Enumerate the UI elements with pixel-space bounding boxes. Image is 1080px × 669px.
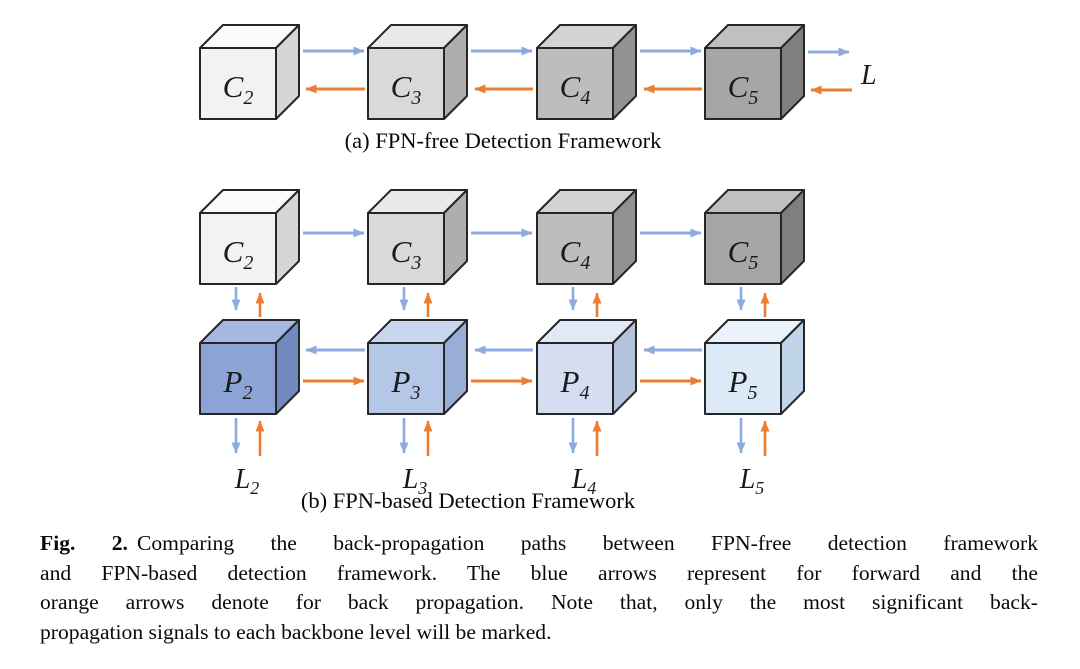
cube-front-face — [536, 47, 614, 120]
cube-b-p2: P2 — [199, 319, 300, 415]
caption-line: and FPN-based detection framework. The b… — [40, 560, 1038, 585]
cube-front-face — [704, 212, 782, 285]
cube-front-face — [199, 342, 277, 415]
figure-number-label: Fig. 2. — [40, 531, 128, 555]
cube-front-face — [704, 342, 782, 415]
diagram-b-p-to-loss-arrows — [231, 418, 770, 456]
figure-caption: Fig. 2. Comparing the back-propagation pa… — [40, 529, 1038, 648]
figure-canvas: C2 C3 C4 C5 L — [199, 24, 877, 498]
loss-label: L — [860, 60, 877, 91]
diagram-b-c-to-p-arrows — [231, 287, 770, 317]
cube-label: P3 — [391, 364, 421, 404]
diagram-b-backbone: C2 C3 C4 C5 — [199, 189, 805, 285]
loss-label: L2 — [234, 464, 260, 498]
loss-label: L3 — [402, 464, 428, 498]
cube-label: C4 — [560, 234, 591, 274]
cube-front-face — [704, 47, 782, 120]
loss-label: L4 — [571, 464, 597, 498]
cube-front-face — [199, 212, 277, 285]
cube-label: P4 — [560, 364, 590, 404]
cube-b-c3: C3 — [367, 189, 468, 285]
cube-label: C5 — [728, 69, 759, 109]
cube-label: P2 — [223, 364, 253, 404]
cube-a-c4: C4 — [536, 24, 637, 120]
cube-b-p3: P3 — [367, 319, 468, 415]
cube-front-face — [367, 342, 445, 415]
subcaption-a: (a) FPN-free Detection Framework — [344, 128, 662, 153]
caption-line: propagation signals to each backbone lev… — [40, 620, 552, 645]
loss-labels: L2 L3 L4 L5 — [234, 464, 765, 498]
cube-label: C2 — [223, 234, 254, 274]
cube-b-c2: C2 — [199, 189, 300, 285]
diagram-b-pyramid: P2 P3 P4 P5 — [199, 319, 805, 415]
cube-label: C5 — [728, 234, 759, 274]
subcaption-b: (b) FPN-based Detection Framework — [300, 488, 636, 513]
cube-front-face — [367, 47, 445, 120]
loss-label: L5 — [739, 464, 765, 498]
cube-b-p4: P4 — [536, 319, 637, 415]
cube-a-c3: C3 — [367, 24, 468, 120]
cube-b-p5: P5 — [704, 319, 805, 415]
cube-label: P5 — [728, 364, 758, 404]
cube-label: C4 — [560, 69, 591, 109]
cube-b-c4: C4 — [536, 189, 637, 285]
cube-label: C2 — [223, 69, 254, 109]
cube-front-face — [367, 212, 445, 285]
caption-line: orange arrows denote for back propagatio… — [40, 590, 1038, 615]
diagram-a: C2 C3 C4 C5 L — [199, 24, 877, 120]
cube-front-face — [199, 47, 277, 120]
cube-label: C3 — [391, 234, 422, 274]
caption-text: Comparing the back-propagation paths bet… — [136, 531, 1038, 555]
cube-b-c5: C5 — [704, 189, 805, 285]
cube-a-c5: C5 — [704, 24, 805, 120]
caption-line: Fig. 2. Comparing the back-propagation pa… — [40, 529, 1038, 559]
cube-label: C3 — [391, 69, 422, 109]
cube-front-face — [536, 212, 614, 285]
cube-a-c2: C2 — [199, 24, 300, 120]
cube-front-face — [536, 342, 614, 415]
